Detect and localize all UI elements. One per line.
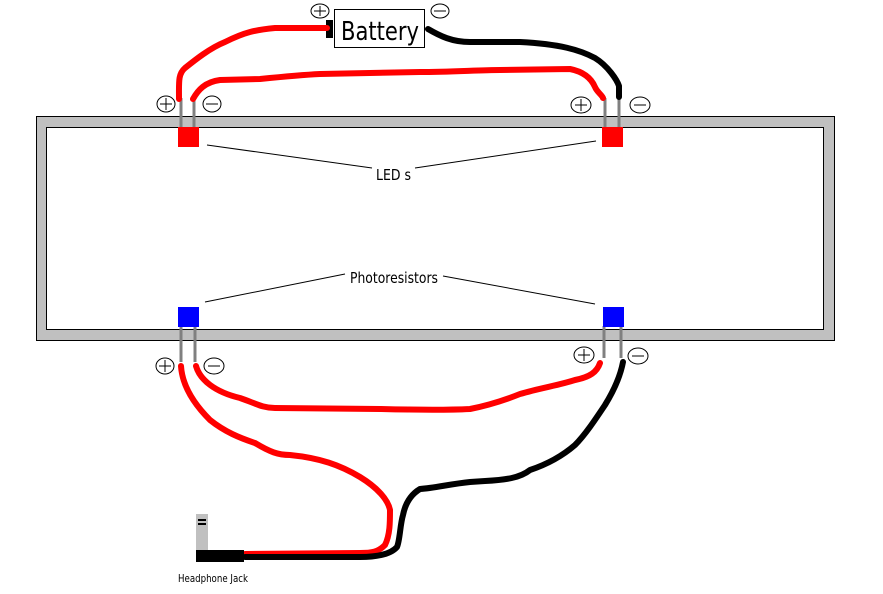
battery-positive-symbol <box>310 3 330 19</box>
photoresistor-left-positive-symbol <box>155 357 175 375</box>
battery-negative-symbol <box>430 3 450 19</box>
wire-photoresistor-left-positive-to-jack <box>178 363 393 557</box>
wire-battery-positive-to-led-left <box>175 25 330 102</box>
led-left-positive-symbol <box>156 95 176 113</box>
led-leader-lines <box>206 140 597 169</box>
led-left-negative-symbol <box>202 95 222 113</box>
photoresistor-leader-lines <box>204 273 596 305</box>
photoresistor-right-leads <box>602 326 623 358</box>
led-right-positive-symbol <box>570 96 592 114</box>
battery-label: Battery <box>341 17 419 47</box>
photoresistor-right-positive-symbol <box>573 346 595 364</box>
headphone-jack-label: Headphone Jack <box>178 572 248 585</box>
led-right <box>602 127 623 147</box>
led-right-leads <box>603 98 621 130</box>
wire-photoresistor-left-negative-to-right-positive <box>193 360 603 413</box>
photoresistor-right <box>603 307 624 327</box>
led-right-negative-symbol <box>629 96 651 114</box>
wire-photoresistor-right-negative-to-jack <box>242 359 626 560</box>
led-left-leads <box>179 98 196 130</box>
led-left <box>178 127 199 147</box>
photoresistors-label: Photoresistors <box>350 269 438 287</box>
headphone-jack <box>196 514 244 562</box>
housing-frame <box>36 116 835 341</box>
wire-led-left-negative-to-led-right-positive <box>190 66 606 102</box>
battery: Battery <box>326 9 425 48</box>
photoresistor-left-negative-symbol <box>203 357 225 375</box>
leds-label: LED s <box>376 166 411 184</box>
photoresistor-left-leads <box>179 326 197 362</box>
wire-battery-negative-to-led-right <box>425 26 622 100</box>
headphone-jack-body <box>196 550 244 562</box>
photoresistor-right-negative-symbol <box>627 347 649 365</box>
photoresistor-left <box>178 307 199 327</box>
